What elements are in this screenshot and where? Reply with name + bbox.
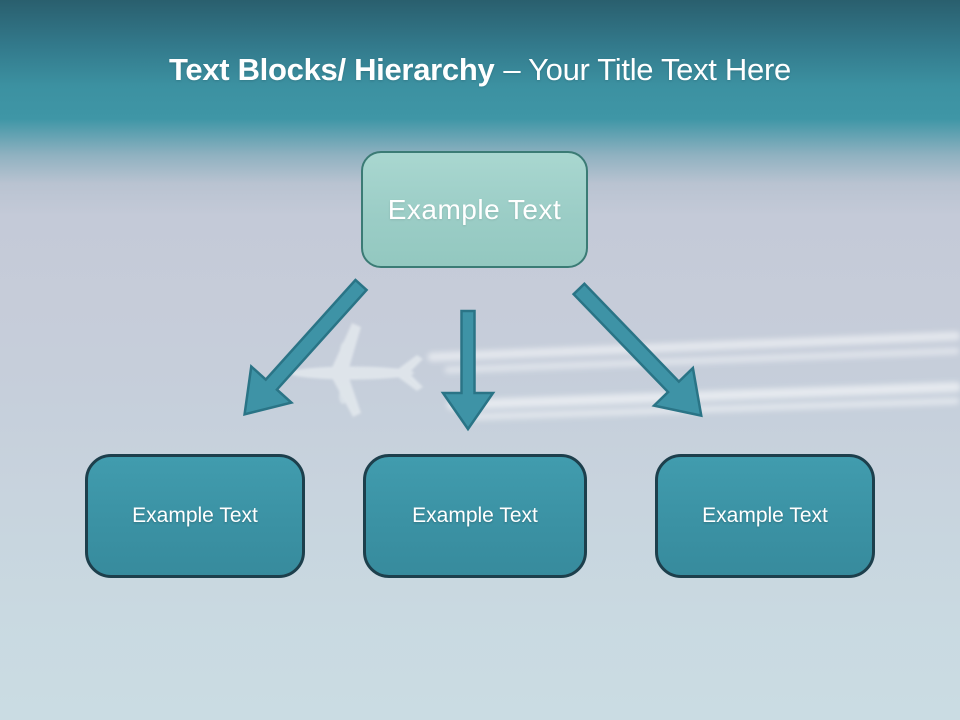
arrow-down-icon [440, 309, 496, 432]
slide-title-regular: – Your Title Text Here [503, 52, 791, 87]
contrail-streaks [427, 331, 960, 421]
hierarchy-bottom-box-2-label: Example Text [412, 504, 538, 527]
airplane-icon [290, 323, 423, 417]
slide-title-bold: Text Blocks/ Hierarchy [169, 52, 495, 87]
hierarchy-top-box-label: Example Text [387, 193, 562, 225]
hierarchy-bottom-box-2: Example Text [363, 454, 587, 578]
hierarchy-bottom-box-1: Example Text [85, 454, 305, 578]
arrow-down-left-icon [243, 278, 369, 416]
slide-title: Text Blocks/ Hierarchy– Your Title Text … [0, 52, 960, 88]
hierarchy-bottom-box-3: Example Text [655, 454, 875, 578]
hierarchy-bottom-box-1-label: Example Text [132, 504, 258, 527]
arrow-down-right-icon [571, 282, 703, 418]
hierarchy-top-box: Example Text [361, 151, 588, 268]
hierarchy-bottom-box-3-label: Example Text [702, 504, 828, 527]
